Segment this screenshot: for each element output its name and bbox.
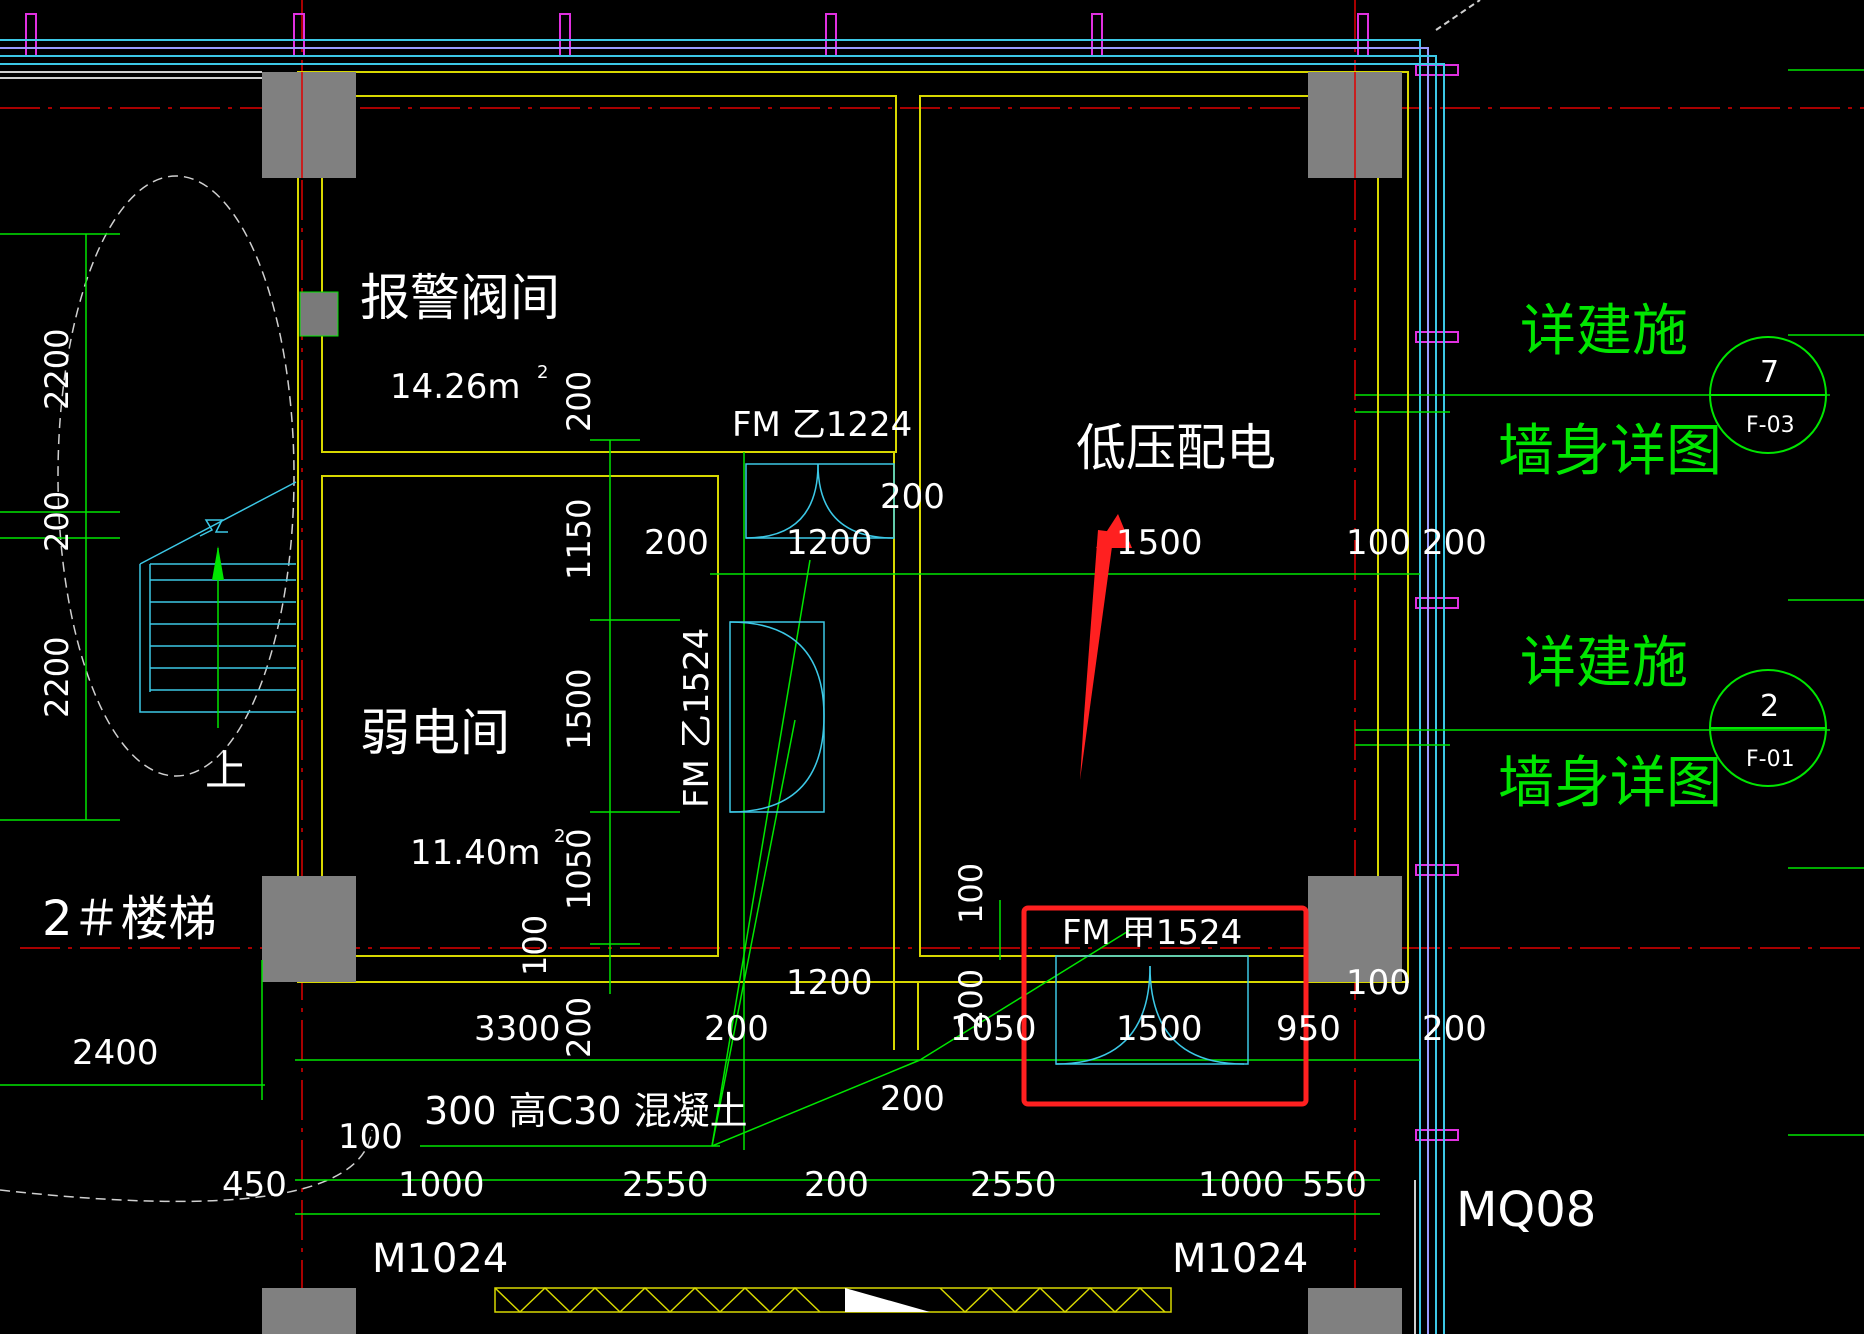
interior-dimension-lines	[0, 439, 1420, 1215]
outer-wall-lines	[0, 0, 1481, 1334]
door-label-fm-jia-1524: FM 甲1524	[1062, 913, 1242, 953]
door-label-fm-yi-1524: FM 乙1524	[677, 628, 717, 808]
door-label-m1024-left: M1024	[372, 1236, 508, 1282]
dim-text: 1000	[1198, 1165, 1285, 1205]
dim-text: 3300	[474, 1009, 561, 1049]
dim-text: 2200	[38, 329, 76, 410]
stair-up-label: 上	[205, 746, 247, 795]
doors	[729, 463, 1249, 1065]
left-dimension-lines	[0, 233, 120, 821]
dim-text: 2550	[622, 1165, 709, 1205]
dim-text: 2200	[38, 637, 76, 718]
highlight-box	[1021, 905, 1309, 1107]
room-name-weak-current: 弱电间	[360, 704, 510, 762]
dim-text: 100	[338, 1117, 403, 1157]
detail-ref-top-line1: 详建施	[1520, 299, 1688, 364]
red-annotation	[1021, 514, 1309, 1107]
room-area-sup-weak-current: 2	[554, 826, 565, 847]
dim-text: 200	[804, 1165, 869, 1205]
dim-text: 100	[952, 863, 990, 924]
dim-text: 200	[1422, 1009, 1487, 1049]
detail-ref-top-num: 7	[1760, 355, 1779, 390]
staircase	[0, 175, 373, 1203]
dim-text: 2400	[72, 1033, 159, 1073]
dim-text: 950	[1276, 1009, 1341, 1049]
dim-text: 1050	[560, 829, 598, 910]
room-area-alarm-valve: 14.26m	[390, 367, 520, 407]
dim-text: 100	[516, 915, 554, 976]
room-name-low-voltage: 低压配电	[1076, 419, 1276, 477]
dim-text: 200	[560, 997, 598, 1058]
detail-ref-bottom-line2: 墙身详图	[1498, 751, 1722, 816]
columns	[262, 72, 1402, 1334]
dim-text: 1500	[1116, 1009, 1203, 1049]
dim-text: 450	[222, 1165, 287, 1205]
dim-text: 200	[38, 491, 76, 552]
detail-bubble-bottom	[1709, 669, 1827, 787]
room-name-alarm-valve: 报警阀间	[360, 269, 560, 327]
dim-text: 1500	[560, 669, 598, 750]
dim-text: 100	[1346, 523, 1411, 563]
detail-ref-bottom-num: 2	[1760, 689, 1779, 724]
dim-text: 1150	[560, 499, 598, 580]
dim-text: 100	[1346, 963, 1411, 1003]
dim-text: 200	[952, 969, 990, 1030]
dim-text: 200	[704, 1009, 769, 1049]
detail-ref-bottom-sheet: F-01	[1746, 747, 1795, 772]
dim-text: 200	[880, 477, 945, 517]
detail-ref-bottom-line1: 详建施	[1520, 631, 1688, 696]
dim-text: 200	[560, 371, 598, 432]
dim-text: 1500	[1116, 523, 1203, 563]
dim-text: 200	[644, 523, 709, 563]
dim-text: 1200	[786, 523, 873, 563]
detail-ref-top-line2: 墙身详图	[1498, 419, 1722, 484]
dim-text: 200	[880, 1079, 945, 1119]
bottom-wall-hatch	[494, 1286, 1172, 1314]
dim-text: 2550	[970, 1165, 1057, 1205]
column-crosshairs	[301, 72, 1356, 178]
door-label-fm-yi-1224: FM 乙1224	[732, 405, 912, 445]
room-name-stair: 2＃楼梯	[42, 891, 217, 947]
room-area-weak-current: 11.40m	[410, 833, 540, 873]
room-area-sup-alarm-valve: 2	[537, 362, 548, 383]
door-label-m1024-right: M1024	[1172, 1236, 1308, 1282]
detail-bubble-top	[1709, 336, 1827, 454]
detail-ref-top-sheet: F-03	[1746, 413, 1795, 438]
dim-text: 1200	[786, 963, 873, 1003]
dim-text: 1050	[950, 1009, 1037, 1049]
dim-text: 200	[1422, 523, 1487, 563]
dim-text: 1000	[398, 1165, 485, 1205]
wall-label-mq08: MQ08	[1456, 1182, 1596, 1238]
right-leader-lines	[1355, 69, 1864, 1136]
dim-text: 550	[1302, 1165, 1367, 1205]
curb-note: 300 高C30 混凝土	[424, 1089, 748, 1133]
